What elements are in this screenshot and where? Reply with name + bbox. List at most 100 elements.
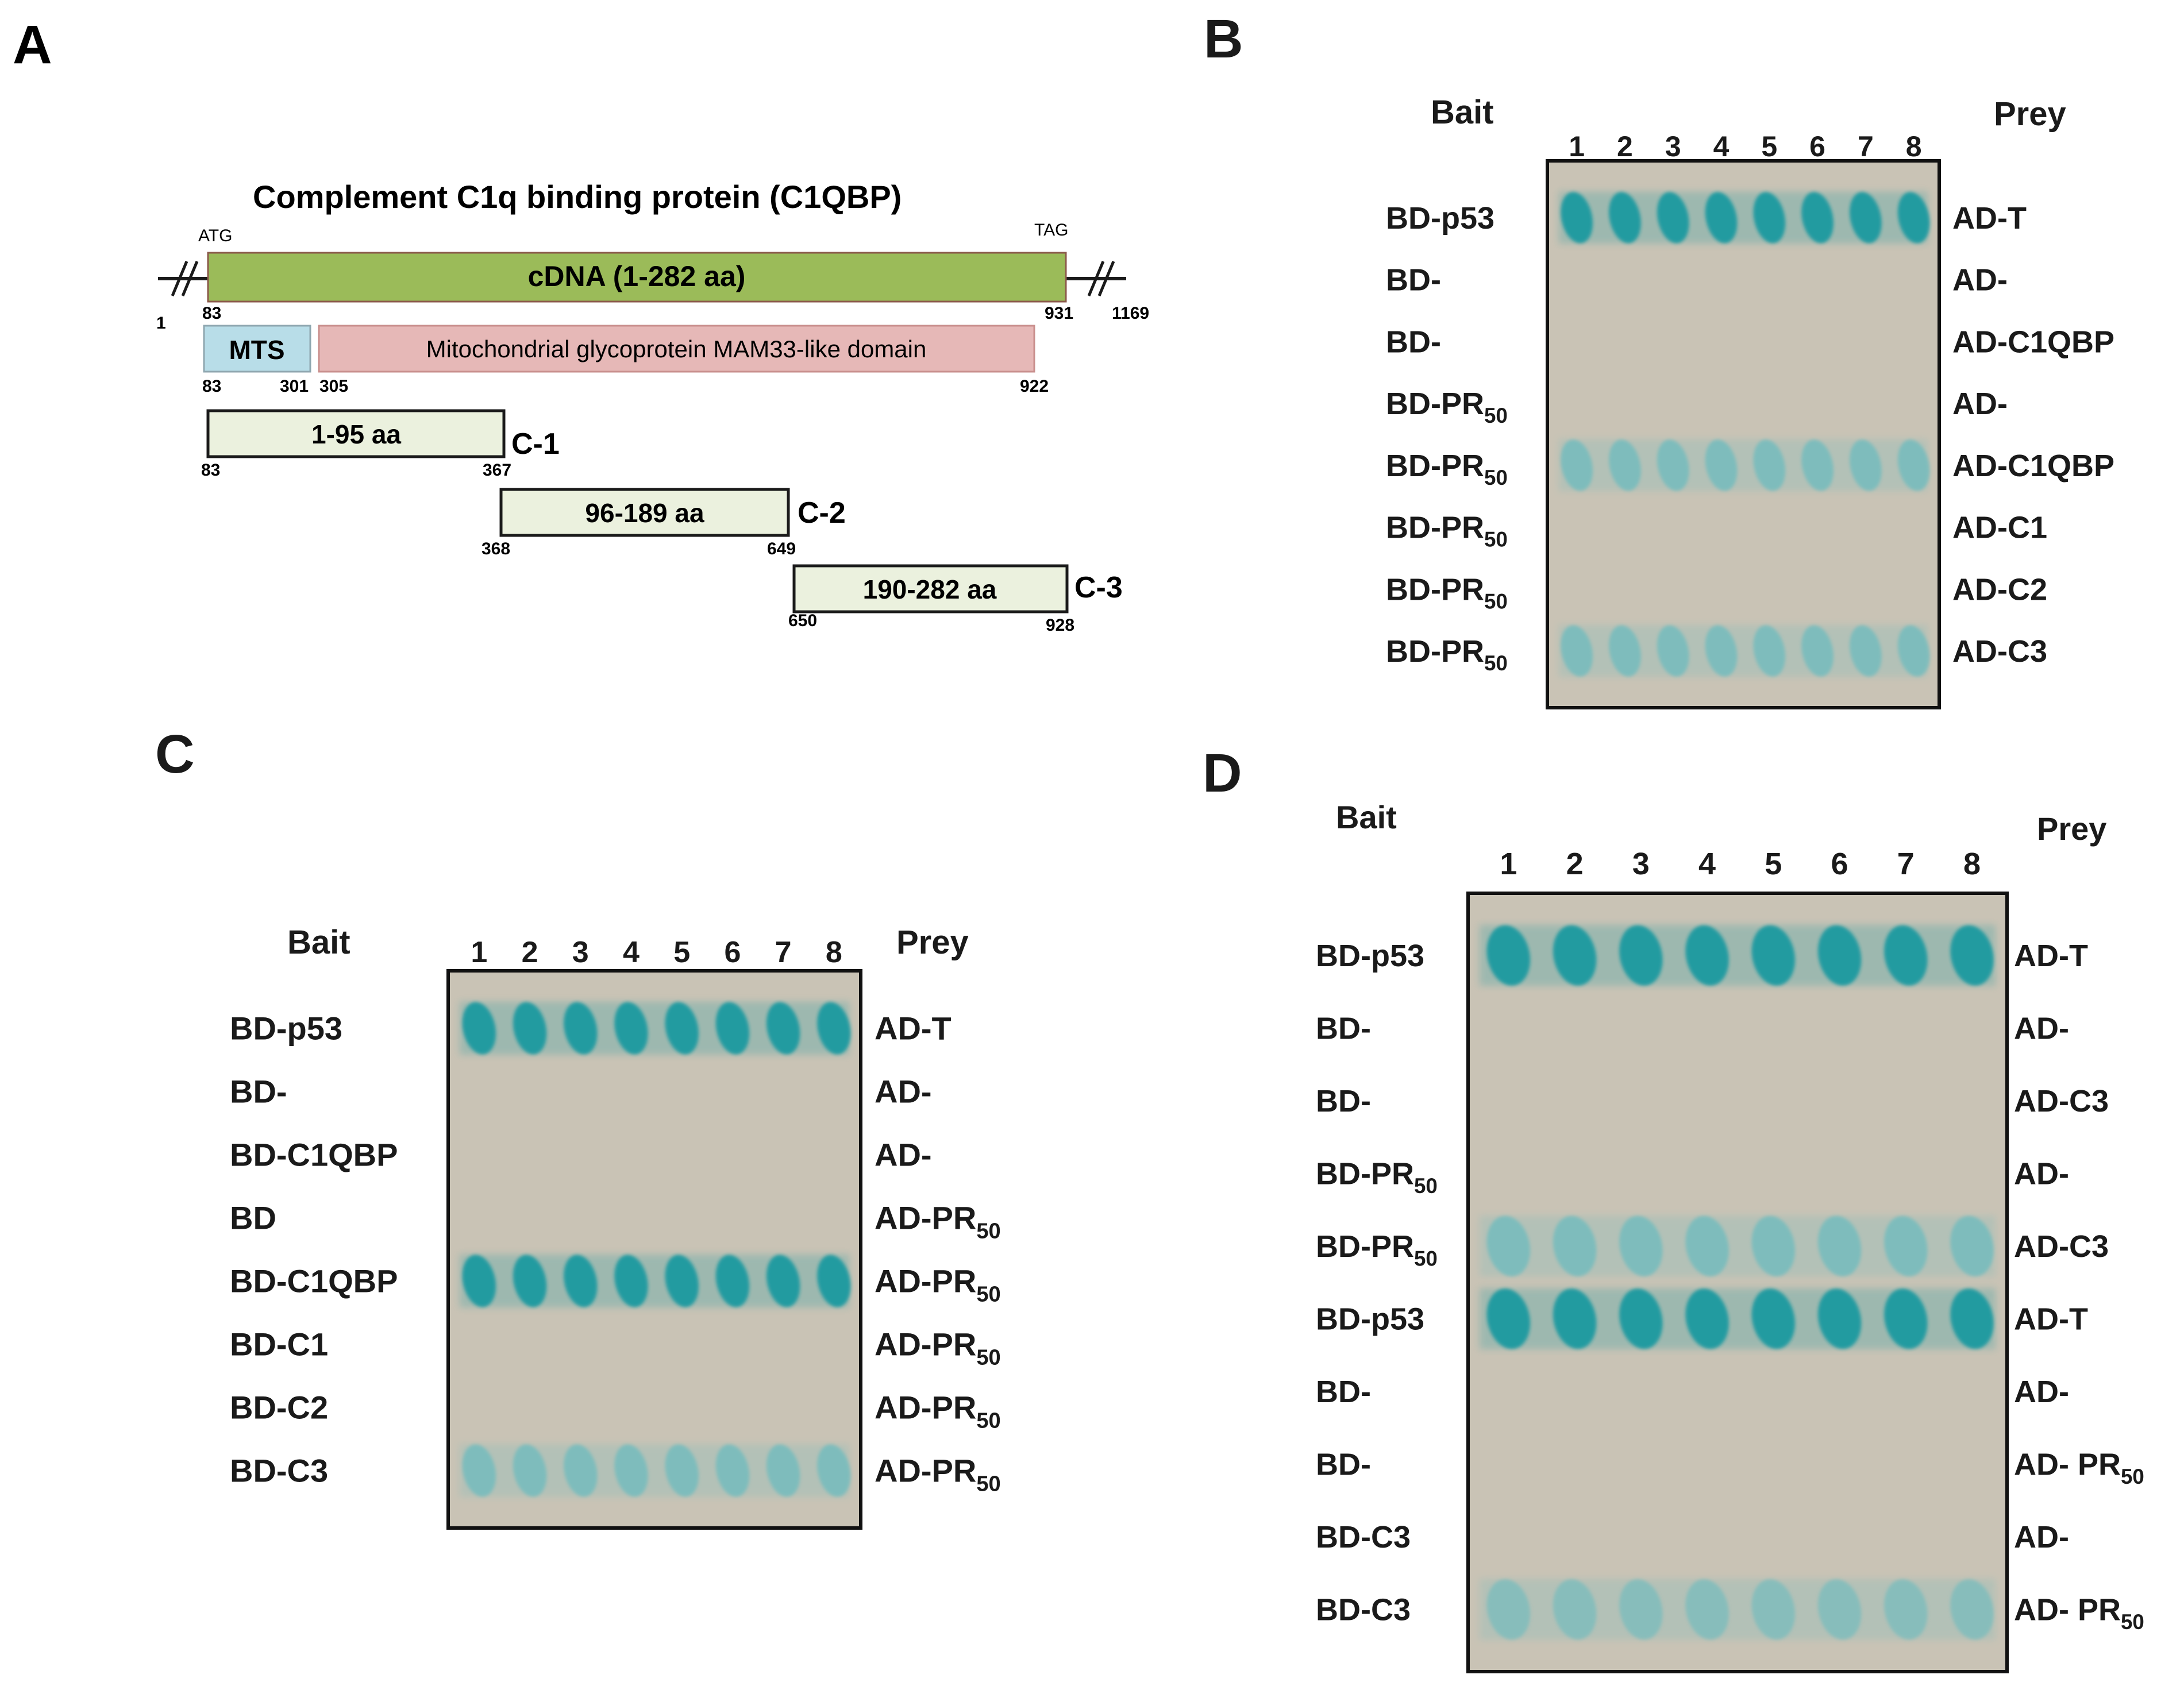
fragment-c1-box bbox=[206, 409, 506, 458]
prey-label-row-10-subscript: 50 bbox=[2121, 1610, 2144, 1634]
colony-spot-row-5-lane-8 bbox=[1950, 1216, 1994, 1276]
fragment-c1-name: C-1 bbox=[511, 427, 560, 461]
colony-spot-row-8-lane-4 bbox=[614, 1444, 648, 1497]
colony-spot-row-1-lane-1 bbox=[1561, 192, 1593, 244]
colony-spot-row-1-lane-1 bbox=[1486, 925, 1531, 986]
prey-label-row-4: AD- bbox=[2014, 1157, 2069, 1191]
colony-spot-row-5-lane-5 bbox=[1753, 439, 1786, 491]
bait-label-row-8: BD-PR50 bbox=[1386, 634, 1508, 675]
lane-number-5: 5 bbox=[1765, 847, 1782, 881]
bait-label-row-1-text: BD-p53 bbox=[1386, 201, 1494, 236]
colony-spot-row-6-lane-2 bbox=[1553, 1288, 1597, 1349]
prey-label-row-4-subscript: 50 bbox=[976, 1219, 1000, 1243]
mts-box bbox=[203, 325, 311, 373]
colony-spot-row-1-lane-4 bbox=[1685, 925, 1729, 986]
lane-number-8: 8 bbox=[826, 936, 842, 969]
bait-label-row-4-text: BD-PR bbox=[1316, 1157, 1414, 1191]
bait-label-row-2-text: BD- bbox=[230, 1074, 287, 1110]
prey-label-row-7: AD- bbox=[2014, 1375, 2069, 1409]
prey-label-row-8-subscript: 50 bbox=[2121, 1465, 2144, 1488]
colony-spot-row-8-lane-6 bbox=[1801, 625, 1834, 677]
bait-header: Bait bbox=[1431, 94, 1494, 131]
fragment-c2: 96-189 aa C-2 368 649 bbox=[482, 488, 846, 558]
break-mark-right bbox=[1087, 261, 1115, 296]
fragment-c3-end: 928 bbox=[1046, 616, 1074, 635]
fragment-c3-name: C-3 bbox=[1074, 571, 1123, 604]
lane-number-7: 7 bbox=[775, 936, 792, 969]
colony-spot-row-1-lane-5 bbox=[1751, 925, 1796, 986]
lane-number-8: 8 bbox=[1963, 847, 1981, 881]
bait-label-row-3: BD- bbox=[1386, 325, 1441, 359]
prey-label-row-6: AD-PR50 bbox=[875, 1326, 1001, 1370]
lane-number-3: 3 bbox=[1665, 130, 1681, 163]
bait-label-row-3: BD-C1QBP bbox=[230, 1137, 398, 1173]
bait-label-row-3-text: BD-C1QBP bbox=[230, 1137, 398, 1173]
prey-header: Prey bbox=[1994, 95, 2066, 133]
colony-spot-row-5-lane-1 bbox=[1561, 439, 1593, 491]
lane-number-1: 1 bbox=[471, 936, 487, 969]
lane-number-6: 6 bbox=[1809, 130, 1825, 163]
colony-spot-row-1-lane-1 bbox=[462, 1002, 496, 1055]
prey-header: Prey bbox=[2037, 811, 2106, 847]
domain-end-label: 922 bbox=[1020, 377, 1049, 396]
bait-label-row-8: BD-C3 bbox=[230, 1453, 328, 1489]
colony-spot-row-5-lane-3 bbox=[564, 1255, 598, 1307]
prey-label-row-4-text: AD- bbox=[2014, 1157, 2069, 1191]
colony-spot-row-1-lane-4 bbox=[1705, 192, 1738, 244]
prey-label-row-5: AD-PR50 bbox=[875, 1263, 1001, 1307]
bait-label-row-5: BD-PR50 bbox=[1386, 449, 1508, 489]
bait-label-row-4-subscript: 50 bbox=[1484, 404, 1508, 427]
prey-label-row-4-text: AD-PR bbox=[875, 1200, 976, 1236]
bait-label-row-4-text: BD bbox=[230, 1200, 276, 1236]
fragment-c3: 190-282 aa C-3 650 928 bbox=[788, 564, 1123, 635]
protein-title: Complement C1q binding protein (C1QBP) bbox=[253, 179, 902, 215]
colony-spot-row-8-lane-4 bbox=[1705, 625, 1738, 677]
fragment-c2-box bbox=[499, 488, 790, 537]
prey-label-row-2: AD- bbox=[875, 1074, 932, 1110]
prey-label-row-3-text: AD-C3 bbox=[2014, 1084, 2109, 1118]
colony-spot-row-6-lane-8 bbox=[1950, 1288, 1994, 1349]
tag-label: TAG bbox=[1034, 221, 1068, 240]
colony-spot-row-6-lane-6 bbox=[1817, 1288, 1862, 1349]
prey-label-row-10-text: AD- PR bbox=[2014, 1593, 2121, 1627]
prey-label-row-7-text: AD-C2 bbox=[1952, 572, 2047, 607]
bait-label-row-2-text: BD- bbox=[1316, 1012, 1371, 1046]
fragment-c3-box bbox=[792, 564, 1069, 614]
bait-label-row-1: BD-p53 bbox=[230, 1010, 342, 1047]
prey-label-row-1: AD-T bbox=[1952, 201, 2027, 236]
colony-spot-row-8-lane-8 bbox=[1897, 625, 1930, 677]
prey-label-row-8: AD-C3 bbox=[1952, 634, 2047, 669]
colony-spot-row-10-lane-6 bbox=[1817, 1579, 1862, 1640]
prey-label-row-5-text: AD-C1QBP bbox=[1952, 449, 2114, 483]
bait-label-row-7-subscript: 50 bbox=[1484, 589, 1508, 613]
bait-label-row-8-text: BD-PR bbox=[1386, 634, 1484, 669]
bait-label-row-10: BD-C3 bbox=[1316, 1593, 1411, 1627]
prey-label-row-7: AD-PR50 bbox=[875, 1390, 1001, 1433]
prey-label-row-6-text: AD-PR bbox=[875, 1326, 976, 1363]
prey-label-row-8-text: AD-PR bbox=[875, 1453, 976, 1489]
pos-end-label: 1169 bbox=[1112, 304, 1149, 323]
colony-spot-row-6-lane-5 bbox=[1751, 1288, 1796, 1349]
prey-label-row-4: AD-PR50 bbox=[875, 1200, 1001, 1244]
bait-label-row-7-text: BD- bbox=[1316, 1375, 1371, 1409]
bait-label-row-5: BD-C1QBP bbox=[230, 1263, 398, 1299]
colony-spot-row-5-lane-1 bbox=[462, 1255, 496, 1307]
prey-label-row-2: AD- bbox=[2014, 1012, 2069, 1046]
prey-label-row-2-text: AD- bbox=[875, 1074, 932, 1110]
prey-label-row-6-subscript: 50 bbox=[976, 1345, 1000, 1369]
colony-spot-row-8-lane-7 bbox=[1850, 625, 1882, 677]
fragment-c1-start: 83 bbox=[201, 461, 220, 480]
bait-label-row-1-text: BD-p53 bbox=[1316, 939, 1424, 973]
prey-label-row-1-text: AD-T bbox=[1952, 201, 2027, 236]
colony-spot-row-10-lane-8 bbox=[1950, 1579, 1994, 1640]
lane-number-2: 2 bbox=[1566, 847, 1584, 881]
prey-label-row-6: AD-C1 bbox=[1952, 511, 2047, 545]
atg-label: ATG bbox=[198, 226, 232, 245]
bait-label-row-6-text: BD-p53 bbox=[1316, 1302, 1424, 1337]
prey-label-row-2: AD- bbox=[1952, 263, 2008, 298]
colony-spot-row-1-lane-3 bbox=[564, 1002, 598, 1055]
colony-spot-row-5-lane-5 bbox=[1751, 1216, 1796, 1276]
colony-spot-row-10-lane-5 bbox=[1751, 1579, 1796, 1640]
colony-spot-row-5-lane-4 bbox=[1685, 1216, 1729, 1276]
